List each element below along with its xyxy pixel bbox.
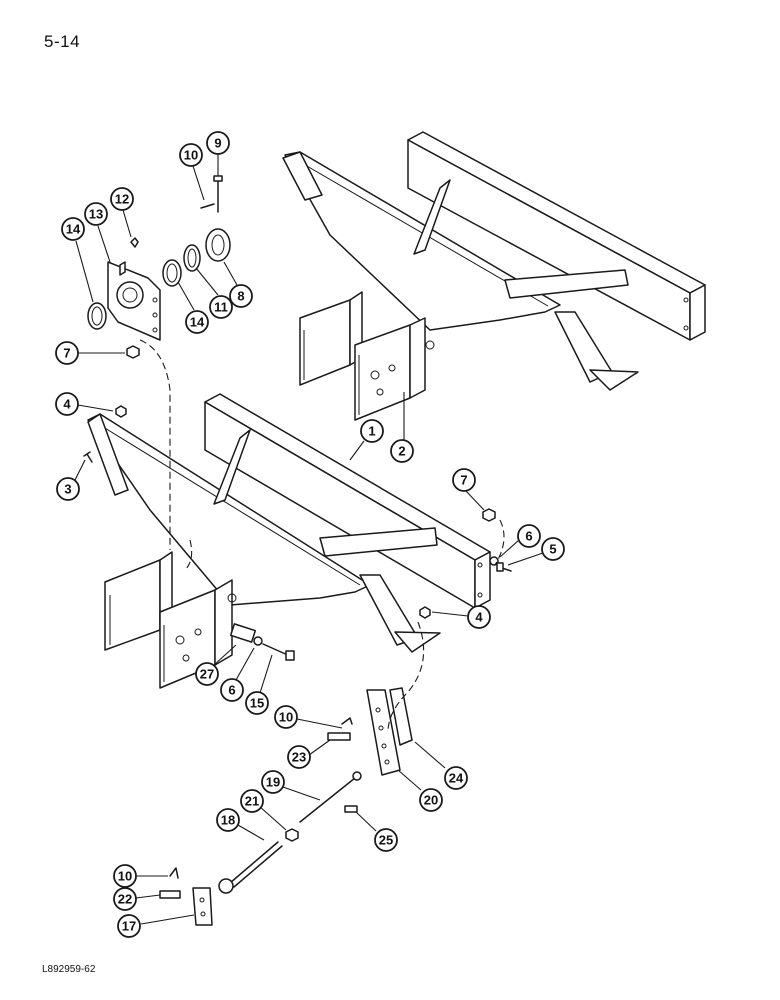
callout-1: 1 (360, 419, 384, 443)
callout-4: 4 (55, 392, 79, 416)
svg-text:14: 14 (190, 315, 205, 330)
svg-text:4: 4 (63, 397, 71, 412)
callout-2: 2 (390, 439, 414, 463)
bearing-parts (87, 175, 231, 359)
svg-text:10: 10 (118, 869, 132, 884)
callout-7: 7 (452, 468, 476, 492)
callout-23: 23 (287, 745, 311, 769)
callout-21: 21 (240, 789, 264, 813)
callout-10: 10 (274, 705, 298, 729)
callouts: 10 9 12 13 14 14 11 8 7 4 3 1 2 7 6 5 4 … (55, 131, 565, 938)
svg-text:22: 22 (118, 892, 132, 907)
svg-text:20: 20 (424, 793, 438, 808)
linkage-parts (159, 687, 413, 926)
svg-text:10: 10 (184, 148, 198, 163)
callout-24: 24 (444, 766, 468, 790)
svg-text:7: 7 (460, 473, 467, 488)
callout-6: 6 (517, 524, 541, 548)
page-number: 5-14 (44, 32, 81, 51)
callout-17: 17 (117, 914, 141, 938)
callout-5: 5 (541, 537, 565, 561)
callout-10: 10 (179, 143, 203, 167)
callout-14: 14 (185, 310, 209, 334)
svg-text:9: 9 (214, 136, 221, 151)
svg-text:6: 6 (525, 529, 532, 544)
callout-22: 22 (113, 887, 137, 911)
svg-text:7: 7 (63, 346, 70, 361)
callout-25: 25 (374, 828, 398, 852)
callout-11: 11 (209, 295, 233, 319)
callout-13: 13 (84, 202, 108, 226)
svg-text:13: 13 (89, 207, 103, 222)
svg-text:14: 14 (66, 222, 81, 237)
callout-12: 12 (110, 187, 134, 211)
svg-text:3: 3 (64, 482, 71, 497)
frame-assembly-lower (87, 393, 491, 689)
svg-text:21: 21 (245, 794, 259, 809)
svg-text:19: 19 (266, 775, 280, 790)
callout-10: 10 (113, 864, 137, 888)
callout-27: 27 (195, 662, 219, 686)
callout-6: 6 (220, 678, 244, 702)
svg-text:27: 27 (200, 667, 214, 682)
frame-assembly-upper (282, 131, 706, 421)
figure-reference-code: L892959-62 (42, 964, 96, 975)
callout-15: 15 (245, 691, 269, 715)
svg-text:8: 8 (237, 289, 244, 304)
svg-text:23: 23 (292, 750, 306, 765)
svg-text:17: 17 (122, 919, 136, 934)
callout-14: 14 (61, 217, 85, 241)
leader-lines (74, 154, 544, 925)
callout-18: 18 (216, 808, 240, 832)
callout-7: 7 (55, 341, 79, 365)
callout-20: 20 (419, 788, 443, 812)
svg-text:2: 2 (398, 444, 405, 459)
svg-text:1: 1 (368, 424, 375, 439)
svg-text:18: 18 (221, 813, 235, 828)
callout-19: 19 (261, 770, 285, 794)
svg-text:4: 4 (475, 610, 483, 625)
svg-text:15: 15 (250, 696, 264, 711)
callout-8: 8 (229, 284, 253, 308)
callout-3: 3 (56, 477, 80, 501)
callout-4: 4 (467, 605, 491, 629)
callout-9: 9 (206, 131, 230, 155)
svg-text:24: 24 (449, 771, 464, 786)
svg-text:12: 12 (115, 192, 129, 207)
svg-text:11: 11 (214, 300, 228, 315)
svg-text:5: 5 (549, 542, 556, 557)
svg-text:10: 10 (279, 710, 293, 725)
svg-text:6: 6 (228, 683, 235, 698)
svg-text:25: 25 (379, 833, 393, 848)
hardware (83, 405, 512, 661)
